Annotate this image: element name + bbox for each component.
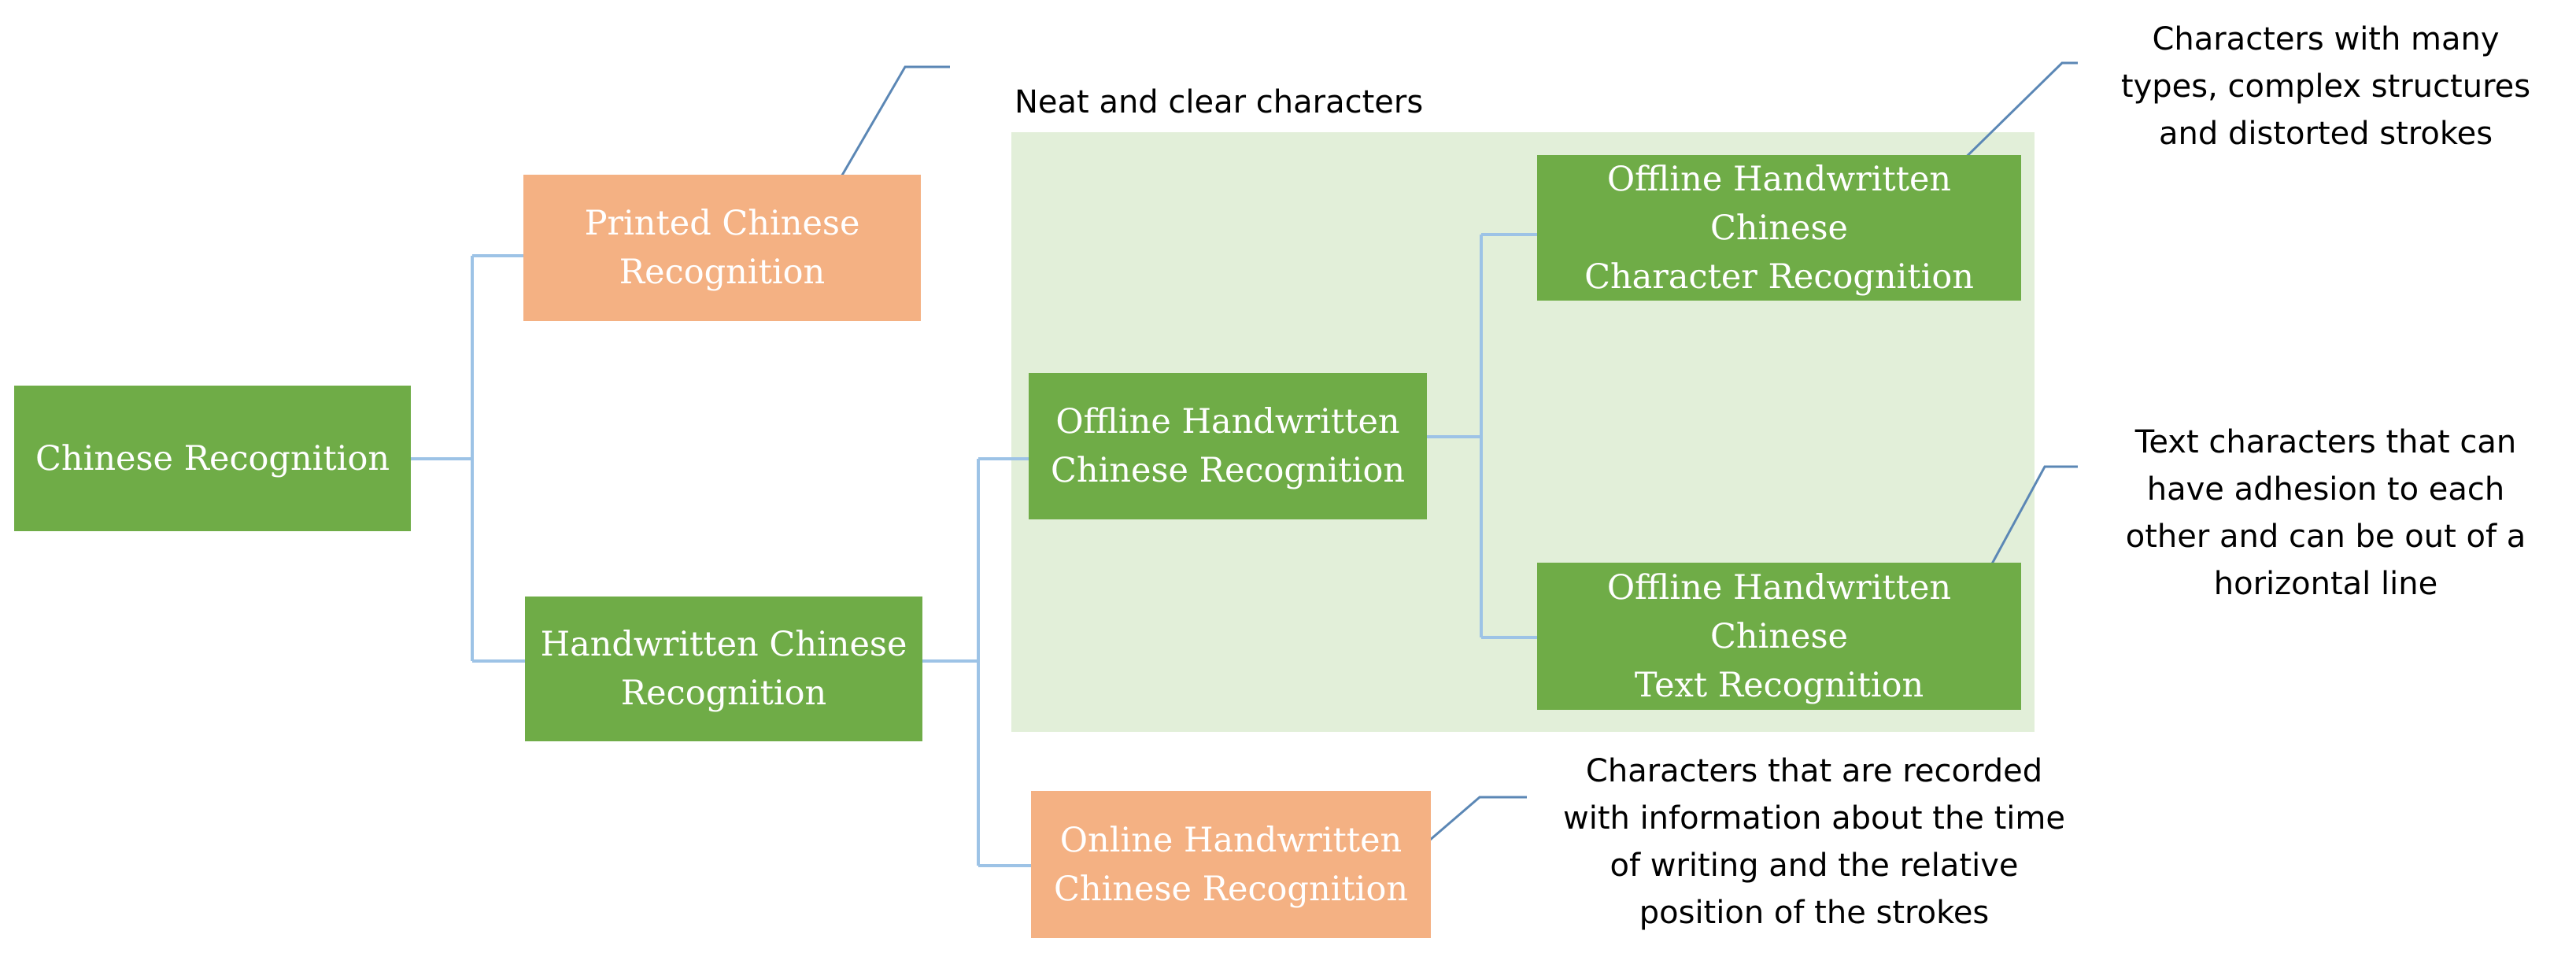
offline-handwritten-text-recognition-node: Offline Handwritten Chinese Text Recogni… [1537, 563, 2021, 710]
text-note-line3: other and can be out of a [2125, 519, 2526, 555]
chinese-recognition-label: Chinese Recognition [35, 438, 390, 478]
online-handwritten-chinese-recognition-node: Online Handwritten Chinese Recognition [1031, 791, 1431, 938]
offline-handwritten-chinese-recognition-node: Offline Handwritten Chinese Recognition [1029, 373, 1427, 519]
online-recognition-note: Characters that are recorded with inform… [1523, 748, 2105, 936]
offline-text-label-line2: Text Recognition [1634, 665, 1924, 705]
offline-text-label-line1: Offline Handwritten Chinese [1606, 567, 1952, 656]
online-note-line3: of writing and the relative [1610, 848, 2019, 884]
region-label: Neat and clear characters [1015, 84, 1424, 120]
callout-offline-character [1942, 61, 2078, 180]
character-note-line3: and distorted strokes [2158, 116, 2493, 152]
printed-label-line2: Recognition [619, 253, 826, 292]
callout-printed [825, 65, 950, 203]
printed-chinese-recognition-node: Printed Chinese Recognition [523, 175, 921, 321]
character-note-line1: Characters with many [2152, 21, 2500, 57]
character-note-line2: types, complex structures [2120, 68, 2531, 105]
online-label-line2: Chinese Recognition [1053, 869, 1409, 909]
offline-handwritten-character-recognition-node: Offline Handwritten Chinese Character Re… [1537, 155, 2021, 301]
printed-label-line1: Printed Chinese [584, 204, 860, 243]
offline-character-label-line1: Offline Handwritten Chinese [1606, 159, 1952, 248]
online-note-line4: position of the strokes [1639, 895, 1990, 931]
online-note-line1: Characters that are recorded [1585, 753, 2043, 789]
chinese-recognition-node: Chinese Recognition [14, 386, 411, 531]
offline-label-line1: Offline Handwritten [1055, 402, 1400, 441]
callout-online [1406, 796, 1527, 862]
handwritten-label-line1: Handwritten Chinese [540, 625, 907, 664]
handwritten-label-line2: Recognition [620, 674, 827, 713]
offline-label-line2: Chinese Recognition [1050, 451, 1406, 490]
offline-character-label-line2: Character Recognition [1584, 257, 1974, 297]
handwritten-chinese-recognition-node: Handwritten Chinese Recognition [525, 597, 922, 741]
text-note-line1: Text characters that can [2134, 424, 2517, 460]
text-note-line4: horizontal line [2213, 566, 2438, 602]
online-label-line1: Online Handwritten [1059, 820, 1403, 860]
text-recognition-note: Text characters that can have adhesion t… [2086, 419, 2566, 608]
callout-offline-text [1974, 465, 2078, 595]
online-note-line2: with information about the time [1562, 800, 2065, 837]
text-note-line2: have adhesion to each [2146, 471, 2505, 508]
character-recognition-note: Characters with many types, complex stru… [2086, 16, 2566, 157]
